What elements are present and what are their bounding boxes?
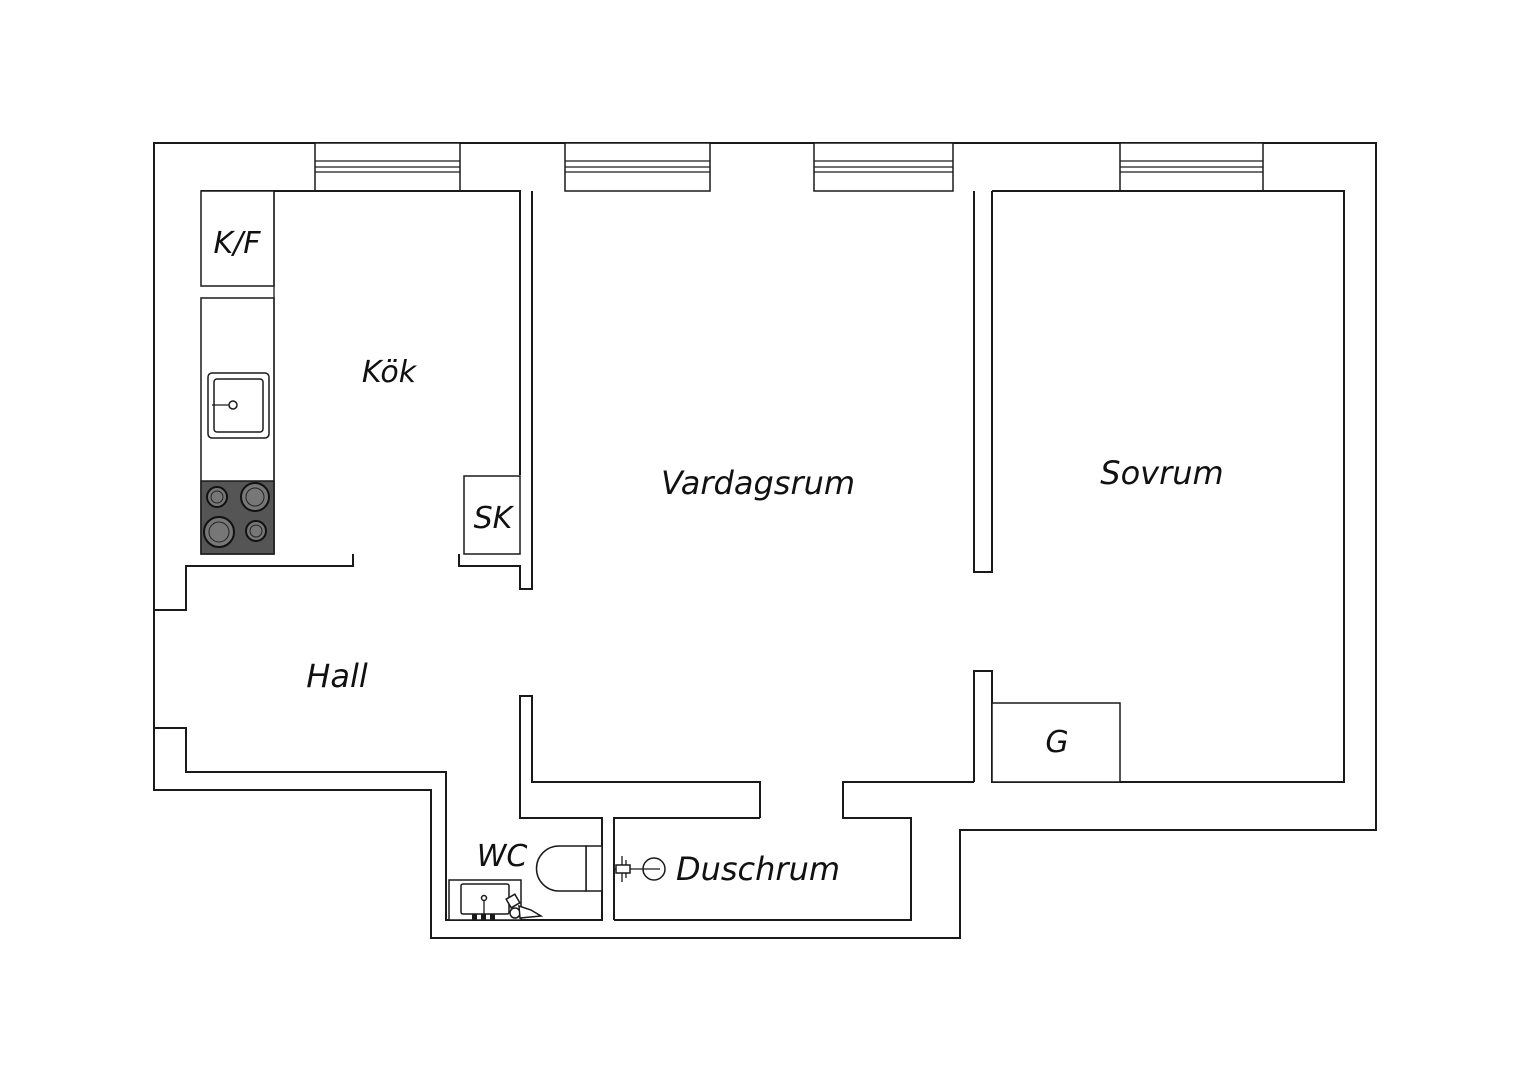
outer-wall xyxy=(153,142,1377,939)
room-label-vardagsrum: Vardagsrum xyxy=(661,464,855,502)
room-label-kf: K/F xyxy=(213,226,261,261)
wc-sink-icon xyxy=(448,879,544,921)
sink-icon xyxy=(207,372,270,439)
closet-sk xyxy=(463,475,521,555)
kitchen-right-wall xyxy=(458,191,533,590)
room-label-duschrum: Duschrum xyxy=(676,850,840,888)
hall-lower-wall xyxy=(154,695,761,921)
window-livingroom-2 xyxy=(813,142,954,192)
room-label-sk: SK xyxy=(474,501,515,536)
shower-room-left-wall xyxy=(613,817,760,920)
shower-icon xyxy=(614,856,666,882)
room-label-hall: Hall xyxy=(306,657,368,695)
window-kitchen xyxy=(314,142,461,192)
kitchen-wall xyxy=(201,190,521,475)
room-label-kok: Kök xyxy=(362,355,418,390)
window-livingroom-1 xyxy=(564,142,711,192)
room-label-sovrum: Sovrum xyxy=(1100,454,1223,492)
room-label-wc: WC xyxy=(477,839,528,874)
living-bedroom-wall xyxy=(973,191,993,573)
wardrobe-g xyxy=(991,702,1121,783)
window-bedroom xyxy=(1119,142,1264,192)
shower-room-wall xyxy=(614,781,974,921)
kitchen-left-wall xyxy=(154,554,354,611)
room-label-g: G xyxy=(1045,725,1068,760)
stove-icon xyxy=(200,480,275,555)
living-bedroom-wall-lower xyxy=(973,670,993,782)
toilet-icon xyxy=(535,845,603,892)
